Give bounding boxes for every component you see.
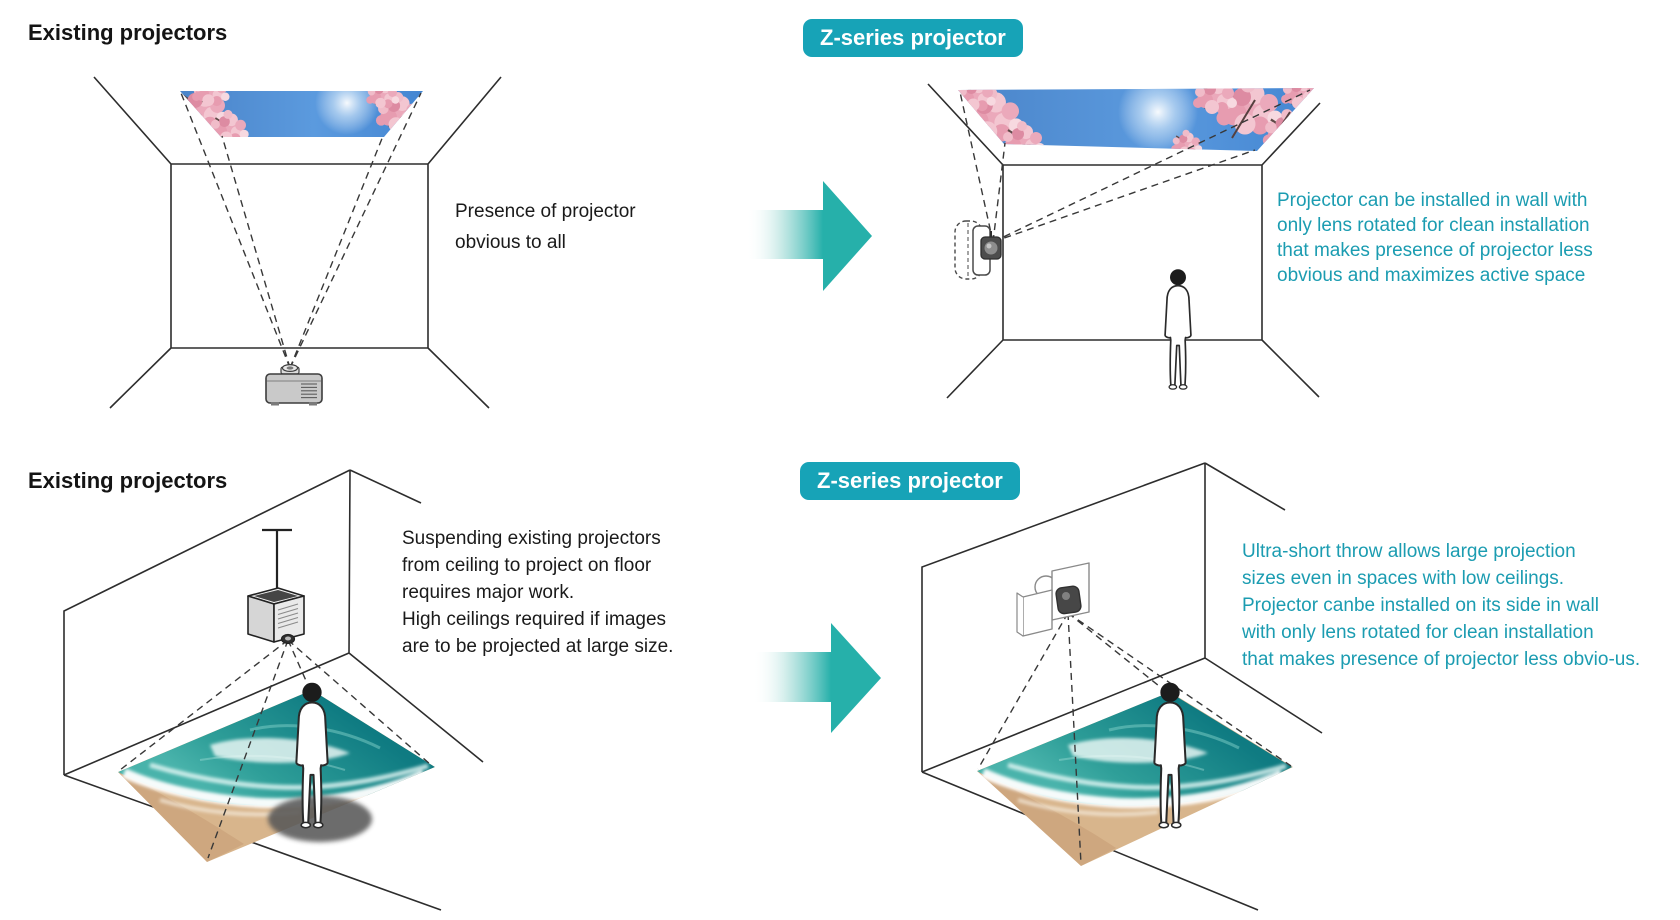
caption-existing-top: Presence of projector obvious to all xyxy=(455,201,636,253)
heading-existing-projectors-top: Existing projectors xyxy=(28,20,228,45)
caption-existing-bottom: Suspending existing projectors from ceil… xyxy=(402,528,674,657)
ceiling-mount-pole xyxy=(262,528,292,592)
wall-projector-icon xyxy=(954,220,1002,280)
room-top-right-zseries xyxy=(927,83,1321,399)
sun-glow xyxy=(315,91,379,135)
transform-arrow-icon xyxy=(753,623,881,733)
badge-zseries-top: Z-series projector xyxy=(803,19,1023,57)
caption-zseries-top: Projector can be installed in wall with … xyxy=(1277,190,1593,286)
room-walls xyxy=(93,76,502,409)
transform-arrow-icon xyxy=(746,181,872,291)
projection-beams xyxy=(180,92,422,369)
ceiling-sky-image xyxy=(180,91,423,137)
room-walls xyxy=(927,83,1321,399)
floor-beach-image xyxy=(977,692,1293,866)
room-top-left-existing xyxy=(93,76,502,409)
room-walls xyxy=(921,462,1323,911)
floor-projector-icon xyxy=(265,364,323,406)
room-walls xyxy=(63,469,484,911)
heading-existing-projectors-bottom: Existing projectors xyxy=(28,468,228,493)
badge-zseries-bottom: Z-series projector xyxy=(800,462,1020,500)
caption-zseries-bottom: Ultra-short throw allows large projectio… xyxy=(1242,541,1641,670)
projection-beams xyxy=(977,612,1292,865)
suspended-projector-icon xyxy=(247,587,305,645)
projection-beams xyxy=(959,89,1311,243)
ceiling-sky-image xyxy=(958,88,1314,151)
person-figure xyxy=(1164,268,1192,391)
side-wall-projector-icon xyxy=(1016,562,1090,637)
room-bottom-right-zseries xyxy=(921,462,1323,911)
floor-beach-image xyxy=(118,690,435,862)
sun-glow xyxy=(1118,88,1198,151)
